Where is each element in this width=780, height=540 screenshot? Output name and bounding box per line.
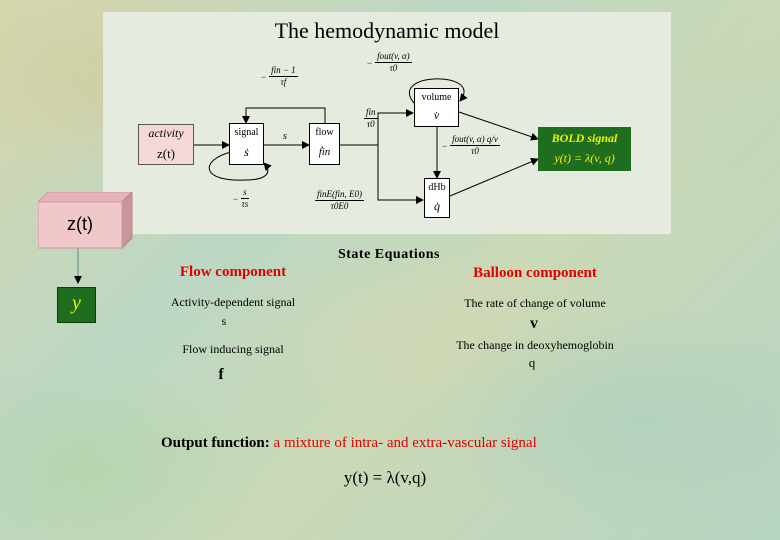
output-function-line: Output function: a mixture of intra- and… bbox=[161, 435, 537, 452]
bold-signal-equation: y(t) = λ(v, q) bbox=[554, 151, 615, 165]
s-variable: s bbox=[221, 314, 227, 328]
volume-label: volume bbox=[421, 92, 452, 103]
bold-signal-box bbox=[538, 127, 631, 171]
q-variable: q bbox=[528, 355, 536, 370]
signal-box bbox=[229, 123, 264, 165]
activity-label: activity bbox=[148, 126, 184, 140]
y-box-label: y bbox=[72, 292, 81, 314]
diagram-title: The hemodynamic model bbox=[274, 18, 500, 43]
signal-label: signal bbox=[234, 127, 259, 138]
output-function-desc: a mixture of intra- and extra-vascular s… bbox=[269, 435, 537, 451]
signal-var: ṡ bbox=[244, 145, 249, 159]
flow-component-heading: Flow component bbox=[179, 264, 287, 280]
dhb-box bbox=[424, 178, 450, 218]
volume-box bbox=[414, 88, 459, 127]
eq-extraction: finE(fin, E0)τ0E0 bbox=[315, 189, 364, 211]
volume-rate-desc: The rate of change of volume bbox=[464, 296, 606, 310]
edge-label-s: s bbox=[283, 131, 287, 142]
eq-volume-self: − fout(v, α)τ0 bbox=[367, 51, 412, 73]
deoxy-change-desc: The change in deoxyhemoglobin bbox=[456, 338, 614, 352]
output-equation: y(t) = λ(v,q) bbox=[343, 468, 427, 487]
volume-var: v̇ bbox=[433, 108, 440, 122]
z-box-label: z(t) bbox=[67, 214, 93, 234]
diagram-panel bbox=[103, 12, 671, 234]
activity-signal-desc: Activity-dependent signal bbox=[170, 295, 296, 309]
dhb-label: dHb bbox=[428, 182, 446, 193]
activity-var: z(t) bbox=[156, 146, 176, 161]
dhb-var: q̇ bbox=[434, 199, 440, 213]
activity-box bbox=[138, 124, 194, 165]
y-box bbox=[57, 287, 96, 323]
state-equations-title: State Equations bbox=[337, 247, 441, 262]
output-function-label: Output function: bbox=[161, 435, 270, 451]
flow-var: ḟin bbox=[318, 146, 331, 158]
f-variable: f bbox=[218, 366, 224, 383]
bold-signal-label: BOLD signal bbox=[551, 131, 618, 145]
flow-box bbox=[309, 123, 340, 165]
v-variable: v bbox=[530, 315, 538, 332]
balloon-component-heading: Balloon component bbox=[473, 265, 597, 281]
z-box-shape bbox=[38, 192, 133, 250]
flow-inducing-desc: Flow inducing signal bbox=[182, 342, 284, 356]
flow-label: flow bbox=[315, 127, 334, 138]
